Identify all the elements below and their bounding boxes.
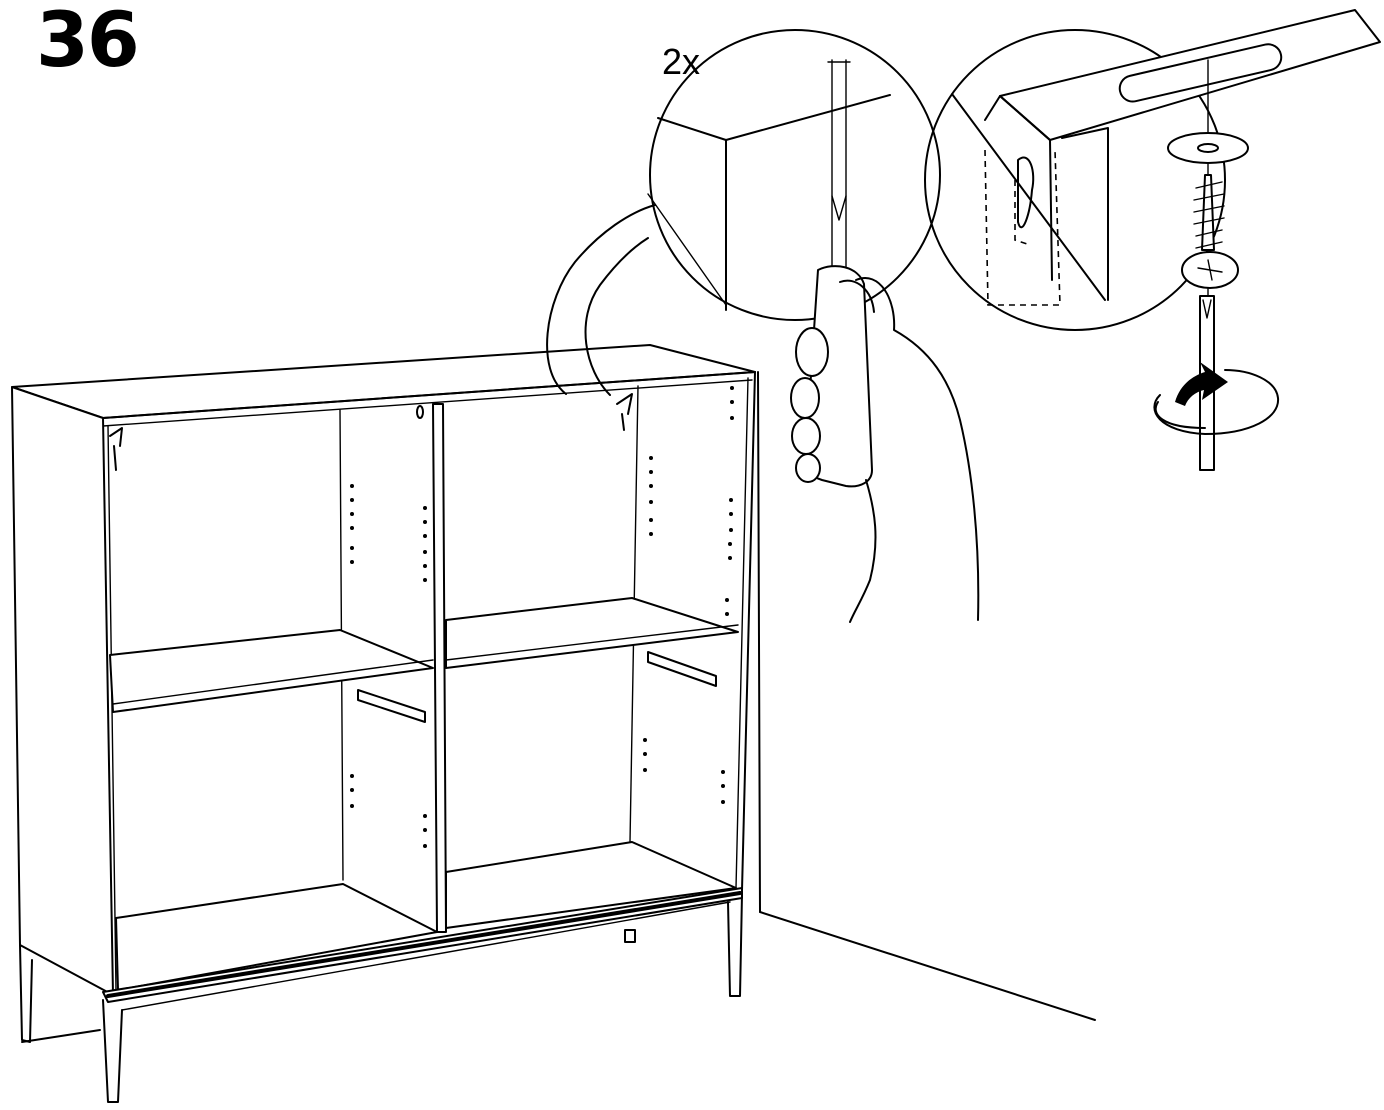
- rotation-arrow-icon: [1153, 362, 1280, 435]
- cabinet: [11, 344, 756, 1103]
- quantity-label: 2x: [662, 41, 701, 82]
- room-lines: [21, 371, 1096, 1043]
- hand-with-screwdriver: [790, 265, 980, 623]
- detail-circle-corner: [647, 29, 941, 321]
- step-number: 36: [36, 0, 140, 84]
- callout-leader: [546, 204, 656, 395]
- detail-circle-bracket: [924, 9, 1381, 471]
